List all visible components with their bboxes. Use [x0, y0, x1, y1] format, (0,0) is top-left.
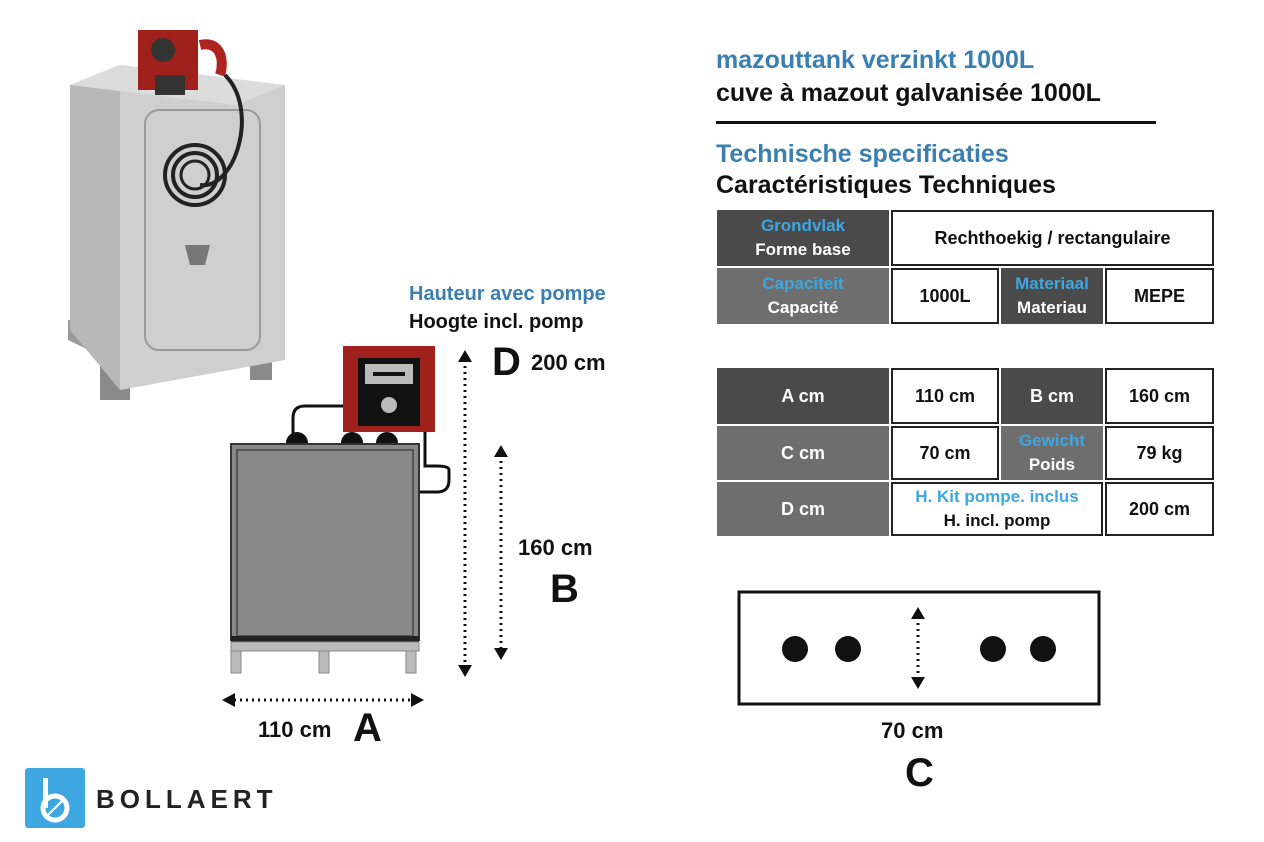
shape-label-nl: Grondvlak [760, 216, 846, 235]
c-dimension-value: 70 cm [881, 718, 944, 743]
specs-heading-nl: Technische specificaties [716, 140, 1009, 168]
weight-value: 79 kg [1105, 426, 1214, 480]
title-divider [716, 121, 1156, 124]
a-dimension-arrow [222, 693, 424, 707]
b-letter: B [550, 567, 579, 611]
b-dimension-value: 160 cm [518, 535, 593, 560]
material-label-fr: Materiau [1017, 298, 1087, 317]
title-fr: cuve à mazout galvanisée 1000L [716, 79, 1101, 107]
spec-table: Grondvlak Forme base Rechthoekig / recta… [715, 208, 1216, 326]
dimension-table: A cm 110 cm B cm 160 cm C cm 70 cm Gewic… [715, 366, 1216, 538]
b-dimension-arrow [494, 445, 508, 660]
tank-top-diagram [737, 590, 1101, 706]
d-value: 200 cm [1105, 482, 1214, 536]
shape-label-cell: Grondvlak Forme base [717, 210, 889, 266]
weight-label-fr: Poids [1028, 455, 1076, 474]
c-value: 70 cm [891, 426, 999, 480]
capacity-label-fr: Capacité [767, 298, 839, 317]
a-label: A cm [717, 368, 889, 424]
material-label-nl: Materiaal [1015, 274, 1089, 293]
capacity-label-cell: Capaciteit Capacité [717, 268, 889, 324]
title-nl: mazouttank verzinkt 1000L [716, 46, 1035, 74]
d-dimension-value: 200 cm [531, 350, 606, 375]
d-letter: D [492, 340, 521, 384]
capacity-label-nl: Capaciteit [762, 274, 844, 293]
a-value: 110 cm [891, 368, 999, 424]
bollaert-logo-icon [25, 768, 85, 828]
b-label: B cm [1001, 368, 1103, 424]
shape-label-fr: Forme base [755, 240, 851, 259]
height-pump-label-fr: H. Kit pompe. inclus [915, 487, 1079, 506]
tank-front-diagram [230, 346, 472, 677]
b-value: 160 cm [1105, 368, 1214, 424]
d-label: D cm [717, 482, 889, 536]
height-pump-label-nl-diagram: Hoogte incl. pomp [409, 311, 584, 333]
weight-label-nl: Gewicht [1018, 431, 1086, 450]
brand-name: BOLLAERT [96, 784, 278, 814]
height-pump-label-nl: H. incl. pomp [943, 511, 1051, 530]
specs-heading-fr: Caractéristiques Techniques [716, 171, 1056, 199]
a-dimension-value: 110 cm [258, 717, 332, 742]
height-pump-label-cell: H. Kit pompe. inclus H. incl. pomp [891, 482, 1103, 536]
weight-label-cell: Gewicht Poids [1001, 426, 1103, 480]
height-pump-label-fr-diagram: Hauteur avec pompe [409, 283, 606, 305]
material-value: MEPE [1105, 268, 1214, 324]
material-label-cell: Materiaal Materiau [1001, 268, 1103, 324]
c-label: C cm [717, 426, 889, 480]
a-letter: A [353, 706, 382, 750]
c-letter: C [905, 751, 934, 795]
shape-value: Rechthoekig / rectangulaire [891, 210, 1214, 266]
product-photo [68, 30, 285, 400]
capacity-value: 1000L [891, 268, 999, 324]
